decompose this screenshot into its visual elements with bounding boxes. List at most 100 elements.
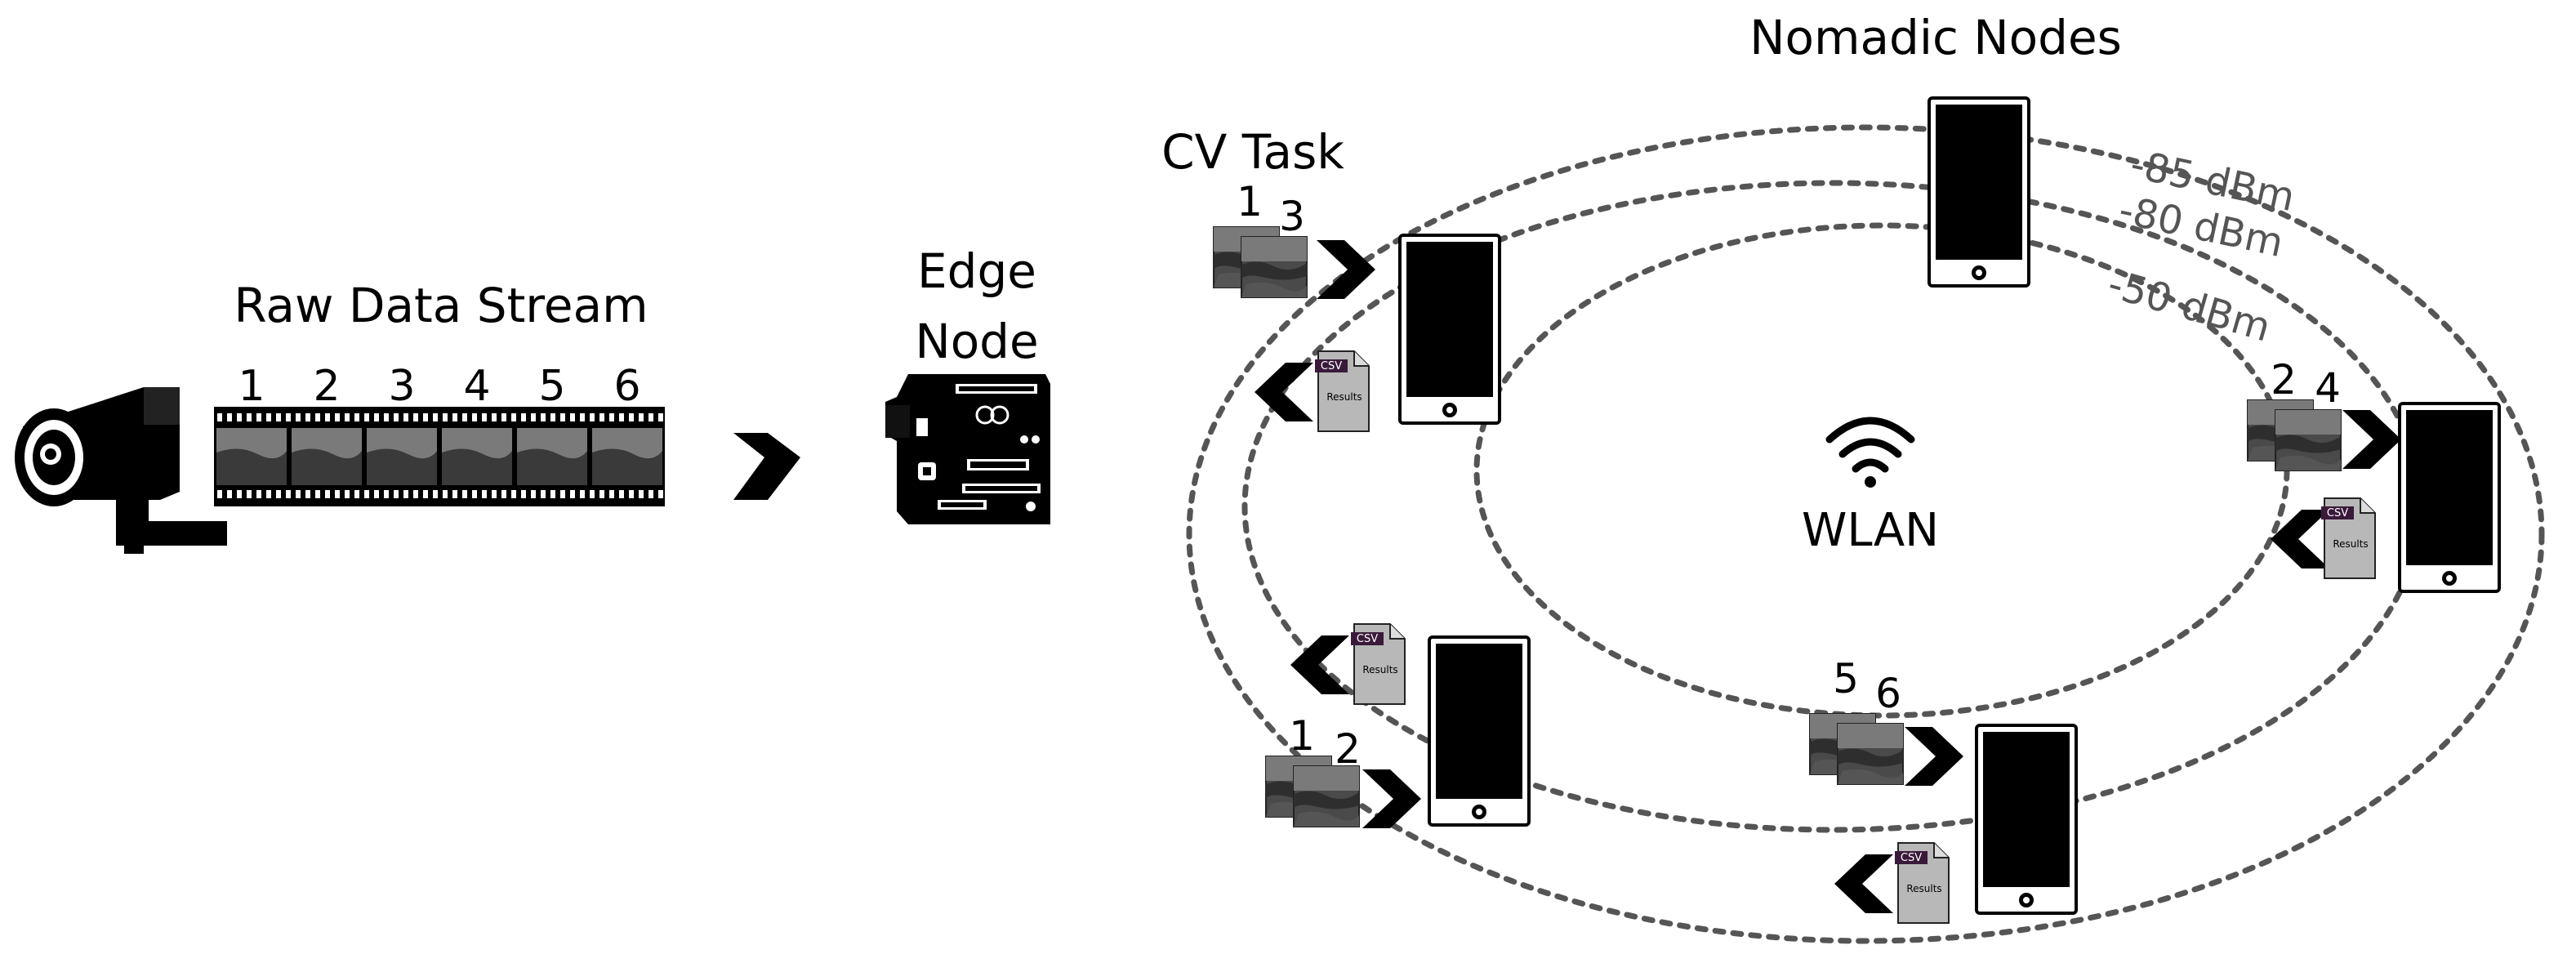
- smartphone-icon: [1928, 96, 2030, 288]
- film-sprocket-hole: [658, 490, 663, 498]
- task-frames: [1266, 756, 1359, 827]
- film-sprocket-hole: [639, 490, 644, 498]
- film-sprocket-hole: [609, 413, 614, 421]
- task-number: 1: [1289, 712, 1315, 760]
- film-sprocket-hole: [521, 490, 526, 498]
- film-sprocket-hole: [394, 490, 399, 498]
- film-sprocket-hole: [452, 413, 457, 421]
- smartphone-icon: [1975, 724, 2078, 915]
- film-sprocket-hole: [423, 413, 428, 421]
- csv-badge: CSV: [1901, 852, 1922, 864]
- film-sprocket-hole: [580, 490, 585, 498]
- film-sprocket-hole: [501, 413, 506, 421]
- edge-node-label-line2: Node: [915, 314, 1038, 369]
- signal-ring-label: -50 dBm: [2103, 261, 2275, 351]
- film-sprocket-hole: [443, 413, 448, 421]
- film-sprocket-hole: [619, 490, 624, 498]
- chevron-right-icon: [1362, 769, 1421, 828]
- film-sprocket-hole: [462, 490, 467, 498]
- film-sprocket-hole: [531, 413, 536, 421]
- task-number: 3: [1279, 193, 1305, 240]
- signal-ring-labels: -85 dBm -80 dBm -50 dBm: [2103, 141, 2299, 351]
- task-number: 5: [1833, 655, 1859, 702]
- film-frame: [216, 428, 287, 485]
- film-frame: [592, 428, 662, 485]
- film-sprocket-hole: [550, 490, 555, 498]
- task-number: 4: [2315, 364, 2341, 412]
- task-number: 1: [1237, 178, 1263, 225]
- film-sprocket-hole: [266, 490, 271, 498]
- film-sprocket-hole: [364, 413, 369, 421]
- film-sprocket-hole: [570, 490, 575, 498]
- results-label: Results: [2333, 538, 2368, 550]
- smartphone-icon: [2398, 402, 2501, 593]
- film-sprocket-hole: [482, 490, 487, 498]
- nomadic-node-top: [1928, 96, 2030, 288]
- film-sprocket-hole: [247, 413, 252, 421]
- film-sprocket-hole: [648, 490, 653, 498]
- film-sprocket-hole: [403, 490, 408, 498]
- film-sprocket-hole: [217, 490, 222, 498]
- signal-ring-50dbm: [1473, 222, 2290, 719]
- nomadic-node-3: CSV Results 1 2: [1266, 623, 1531, 828]
- film-frame: [367, 428, 437, 485]
- film-sprocket-hole: [403, 413, 408, 421]
- film-sprocket-hole: [550, 413, 555, 421]
- task-number: 2: [2271, 356, 2297, 404]
- film-sprocket-hole: [286, 490, 291, 498]
- wifi-icon: [1825, 417, 1915, 473]
- chevron-left-icon: [2271, 510, 2329, 568]
- film-sprocket-hole: [629, 413, 634, 421]
- frame-number: 5: [538, 362, 565, 411]
- film-sprocket-hole: [462, 413, 467, 421]
- film-sprocket-hole: [256, 490, 261, 498]
- film-sprocket-hole: [619, 413, 624, 421]
- film-sprocket-hole: [609, 490, 614, 498]
- nomadic-node-1: 1 3 CSV Results: [1214, 178, 1501, 432]
- film-sprocket-hole: [433, 413, 438, 421]
- film-sprocket-hole: [541, 490, 546, 498]
- csv-document-icon: CSV Results: [2320, 497, 2376, 579]
- film-sprocket-hole: [570, 413, 575, 421]
- film-sprocket-hole: [648, 413, 653, 421]
- film-sprocket-hole: [521, 413, 526, 421]
- chevron-left-icon: [1834, 854, 1893, 913]
- frame-number: 2: [313, 362, 340, 411]
- film-sprocket-hole: [482, 413, 487, 421]
- raw-data-stream-label: Raw Data Stream: [234, 278, 648, 333]
- film-sprocket-hole: [345, 413, 350, 421]
- film-sprocket-hole: [443, 490, 448, 498]
- film-sprocket-hole: [286, 413, 291, 421]
- signal-ring-85dbm: [1186, 124, 2545, 944]
- results-label: Results: [1362, 664, 1397, 675]
- chevron-right-icon: [2342, 410, 2401, 469]
- cv-task-label: CV Task: [1161, 124, 1344, 180]
- film-sprocket-hole: [658, 413, 663, 421]
- film-sprocket-hole: [325, 490, 330, 498]
- film-sprocket-hole: [345, 490, 350, 498]
- film-sprocket-hole: [384, 490, 389, 498]
- film-sprocket-hole: [531, 490, 536, 498]
- film-sprocket-hole: [501, 490, 506, 498]
- results-label: Results: [1326, 391, 1362, 403]
- film-sprocket-hole: [472, 413, 477, 421]
- wifi-dot: [1865, 476, 1876, 488]
- task-number: 6: [1875, 670, 1901, 717]
- film-frame: [517, 428, 587, 485]
- frame-number: 1: [238, 362, 265, 411]
- film-sprocket-hole: [305, 413, 310, 421]
- task-frames: [1214, 227, 1307, 297]
- film-sprocket-hole: [276, 490, 281, 498]
- film-sprocket-hole: [511, 490, 516, 498]
- film-sprocket-hole: [492, 490, 497, 498]
- film-sprocket-hole: [590, 413, 595, 421]
- film-sprocket-hole: [227, 413, 232, 421]
- film-sprocket-hole: [266, 413, 271, 421]
- task-number: 2: [1335, 725, 1361, 773]
- film-frame: [442, 428, 512, 485]
- film-strip-icon: [214, 407, 665, 506]
- film-frame: [292, 428, 362, 485]
- edge-node-label-line1: Edge: [917, 243, 1036, 299]
- film-sprocket-hole: [354, 413, 359, 421]
